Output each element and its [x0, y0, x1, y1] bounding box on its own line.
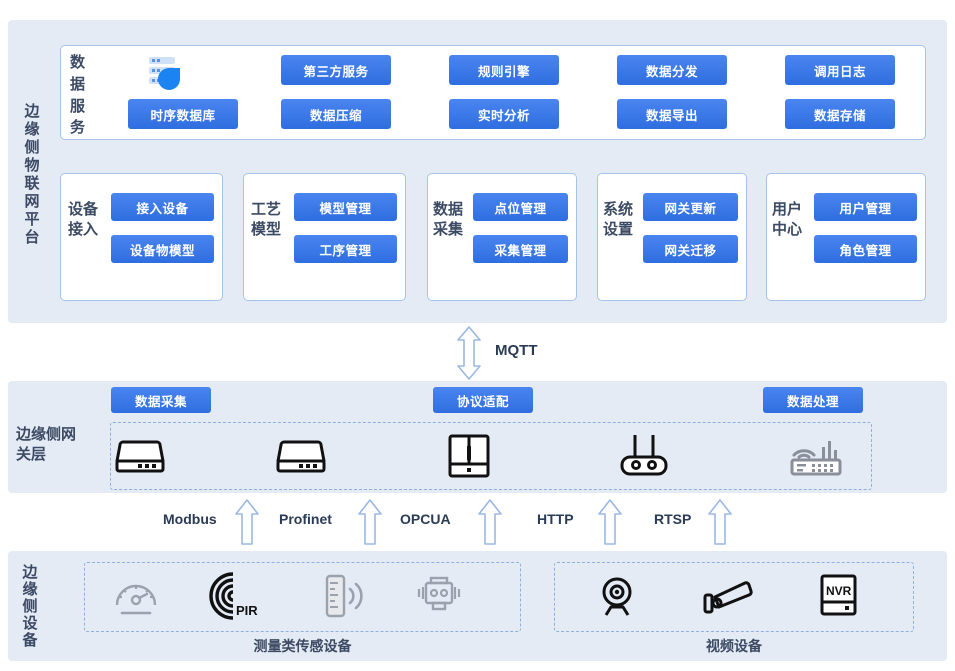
sensor-devices-dashed-box	[84, 562, 521, 632]
ultrasonic-level-sensor-icon	[316, 570, 370, 622]
module-title: 设备 接入	[68, 201, 99, 239]
data-service-button[interactable]: 数据分发	[617, 55, 727, 85]
gateway-device-icon	[273, 437, 329, 477]
module-button[interactable]: 工序管理	[294, 235, 397, 263]
gateway-device-icon	[112, 437, 168, 477]
module-title: 用户 中心	[772, 201, 803, 239]
module-button[interactable]: 点位管理	[473, 193, 568, 221]
industrial-gateway-icon	[445, 432, 493, 480]
module-button[interactable]: 角色管理	[814, 235, 917, 263]
protocol-arrow-rtsp	[707, 498, 733, 546]
device-band	[8, 551, 947, 661]
data-service-button[interactable]: 数据存储	[785, 99, 895, 129]
module-button[interactable]: 网关更新	[643, 193, 738, 221]
antenna-gateway-icon	[616, 432, 672, 480]
module-button[interactable]: 网关迁移	[643, 235, 738, 263]
module-button[interactable]: 采集管理	[473, 235, 568, 263]
data-service-button[interactable]: 数据压缩	[281, 99, 391, 129]
data-service-button[interactable]: 调用日志	[785, 55, 895, 85]
protocol-label-profinet: Profinet	[279, 511, 332, 527]
data-service-title: 数据服务	[70, 54, 86, 137]
data-service-button[interactable]: 第三方服务	[281, 55, 391, 85]
module-button[interactable]: 模型管理	[294, 193, 397, 221]
nvr-icon: NVR	[812, 570, 864, 622]
sensor-group-caption: 测量类传感设备	[253, 638, 352, 654]
data-service-button[interactable]: 时序数据库	[128, 99, 238, 129]
protocol-arrow-opcua	[477, 498, 503, 546]
video-group-caption: 视频设备	[706, 638, 762, 654]
double-headed-vertical-arrow	[452, 325, 486, 381]
module-title: 系统 设置	[603, 201, 634, 239]
pir-sensor-icon: PIR	[206, 570, 266, 622]
multi-sensor-module-icon	[412, 573, 466, 621]
webcam-icon	[592, 572, 642, 622]
module-title: 工艺 模型	[251, 201, 282, 239]
gateway-button[interactable]: 协议适配	[433, 387, 533, 413]
gateway-button[interactable]: 数据处理	[763, 387, 863, 413]
protocol-label-modbus: Modbus	[163, 511, 217, 527]
mqtt-label: MQTT	[495, 342, 538, 359]
data-service-button[interactable]: 数据导出	[617, 99, 727, 129]
data-service-button[interactable]: 实时分析	[449, 99, 559, 129]
protocol-arrow-http	[597, 498, 623, 546]
gauge-sensor-icon	[110, 572, 162, 622]
protocol-arrow-profinet	[357, 498, 383, 546]
protocol-arrow-modbus	[234, 498, 260, 546]
module-button[interactable]: 设备物模型	[111, 235, 214, 263]
pir-label: PIR	[236, 603, 258, 618]
gateway-devices-dashed-box	[110, 422, 872, 490]
module-title: 数据 采集	[433, 201, 464, 239]
platform-layer-label: 边缘侧物联网平台	[22, 103, 40, 247]
gateway-button[interactable]: 数据采集	[111, 387, 211, 413]
protocol-label-opcua: OPCUA	[400, 511, 451, 527]
device-layer-label: 边缘侧设备	[20, 563, 38, 649]
module-button[interactable]: 接入设备	[111, 193, 214, 221]
video-devices-dashed-box	[554, 562, 914, 632]
module-button[interactable]: 用户管理	[814, 193, 917, 221]
data-service-button[interactable]: 规则引擎	[449, 55, 559, 85]
cctv-camera-icon	[700, 574, 756, 620]
gateway-layer-label-text: 边缘侧网关层	[16, 426, 77, 464]
timeseries-database-icon	[146, 54, 196, 94]
protocol-label-rtsp: RTSP	[654, 511, 692, 527]
nvr-label: NVR	[826, 584, 852, 598]
wireless-router-icon	[787, 432, 845, 480]
protocol-label-http: HTTP	[537, 511, 574, 527]
gateway-layer-label: 边缘侧网关层	[16, 425, 86, 466]
